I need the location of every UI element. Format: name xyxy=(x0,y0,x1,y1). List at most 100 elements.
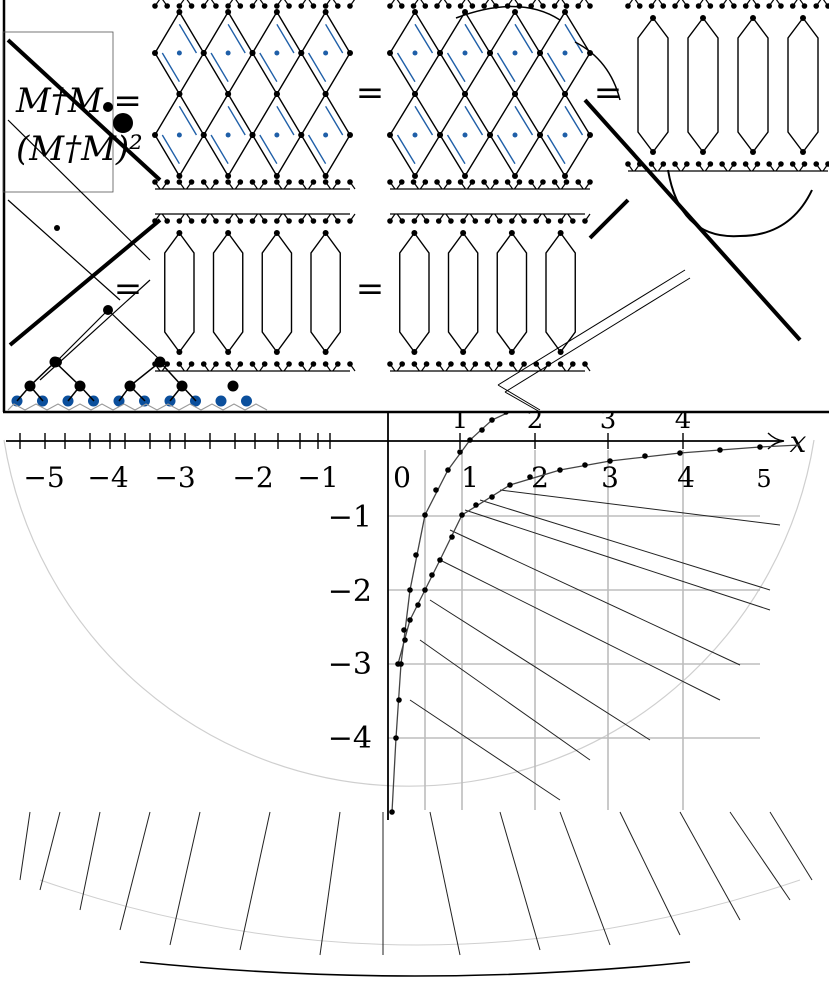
tensor-node xyxy=(411,218,418,224)
x-tick-label: 3 xyxy=(601,461,619,494)
tensor-node xyxy=(188,3,195,9)
tensor-node xyxy=(813,3,820,9)
tensor-node xyxy=(200,218,207,224)
tensor-node-blue xyxy=(562,50,568,56)
tensor-node xyxy=(200,361,207,367)
blue-edge xyxy=(325,105,344,136)
tensor-node xyxy=(188,361,195,367)
tree-edge xyxy=(169,385,183,402)
tensor-node xyxy=(274,179,280,185)
tensor-node xyxy=(387,50,393,56)
tree-edge xyxy=(16,385,31,402)
blue-edge xyxy=(446,134,466,165)
thin-diagonal xyxy=(107,309,161,361)
tensor-node xyxy=(261,179,268,185)
tensor-node xyxy=(399,361,405,367)
curve-point xyxy=(396,697,402,703)
curve-point xyxy=(389,809,395,815)
x-tick-label: −5 xyxy=(23,461,64,494)
tensor-node xyxy=(551,3,558,9)
tensor-node xyxy=(750,149,756,155)
equals-sign: = xyxy=(114,269,143,309)
tensor-node-blue xyxy=(462,50,468,56)
tensor-node xyxy=(152,3,158,9)
tensor-node-blue xyxy=(562,132,568,138)
fan-line xyxy=(769,811,813,881)
blue-edge xyxy=(161,134,180,165)
tensor-node xyxy=(462,173,468,179)
tensor-node xyxy=(249,50,256,56)
tensor-node xyxy=(347,132,353,138)
x-tick-label: −2 xyxy=(232,461,273,494)
tensor-node xyxy=(213,218,219,224)
equals-sign: = xyxy=(356,73,385,113)
curve-point xyxy=(422,512,428,518)
tensor-node xyxy=(188,179,195,185)
tensor-node xyxy=(512,173,518,179)
tensor-node xyxy=(460,349,467,355)
x-axis-arrow xyxy=(767,432,785,450)
dotted-curve-b xyxy=(397,444,801,665)
tensor-node xyxy=(322,173,329,179)
tensor-node xyxy=(200,179,207,185)
tensor-node xyxy=(800,149,806,155)
tensor-node xyxy=(484,218,491,224)
tensor-node xyxy=(152,361,158,367)
curve-point xyxy=(473,502,479,508)
tensor-node xyxy=(103,305,113,315)
tree-edge xyxy=(129,385,146,402)
tensor-node xyxy=(695,3,702,9)
panel-background xyxy=(3,0,829,413)
fan-line xyxy=(239,811,271,951)
curve-point xyxy=(677,450,683,456)
tree-edge xyxy=(54,361,81,387)
tensor-node xyxy=(742,3,749,9)
tensor-node xyxy=(496,218,503,224)
curved-arc xyxy=(455,5,621,101)
fan-line xyxy=(559,811,611,946)
tensor-node xyxy=(537,50,543,56)
curve-point xyxy=(407,587,413,593)
tensor-node xyxy=(152,50,158,56)
tensor-node xyxy=(434,3,440,9)
tensor-node xyxy=(487,50,493,56)
tensor-node xyxy=(700,15,706,21)
tensor-node xyxy=(273,9,280,15)
curve-points xyxy=(389,404,763,815)
coordinate-plot: −5 −4 −3 −2 −1 0 1 2 3 4 5 1 2 3 4 x −1 … xyxy=(3,400,815,977)
y-tick-label: −1 xyxy=(328,500,372,535)
tensor-node xyxy=(563,179,570,185)
tensor-node-blue xyxy=(274,50,280,56)
tensor-node xyxy=(462,9,468,15)
tensor-node xyxy=(387,361,393,367)
tensor-node xyxy=(446,3,452,9)
tensor-node xyxy=(660,161,667,167)
tensor-node xyxy=(778,3,784,9)
heavy-diagonal xyxy=(8,218,162,347)
tensor-node xyxy=(322,91,329,97)
heavy-diagonal xyxy=(583,98,802,342)
tensor-node xyxy=(423,361,430,367)
tensor-node xyxy=(800,15,806,21)
curve-point xyxy=(489,494,495,500)
tensor-node xyxy=(237,361,244,367)
tensor-node xyxy=(347,50,353,56)
blue-edge xyxy=(514,23,534,54)
tree-edge xyxy=(159,361,183,387)
tensor-node xyxy=(335,218,341,224)
tensor-node xyxy=(750,15,756,21)
fan-line xyxy=(319,811,341,956)
tensor-node xyxy=(435,218,442,224)
tensor-node xyxy=(448,361,454,367)
tensor-node xyxy=(310,179,317,185)
tensor-node-large xyxy=(113,113,133,133)
tensor-node xyxy=(286,3,292,9)
tensor-node xyxy=(648,3,655,9)
tensor-node xyxy=(310,361,317,367)
tensor-node xyxy=(766,3,772,9)
tree-edge xyxy=(181,385,197,402)
tree-edge xyxy=(29,361,56,387)
tensor-node xyxy=(650,15,656,21)
curve-point xyxy=(415,602,421,608)
heavy-diagonal xyxy=(588,198,630,240)
